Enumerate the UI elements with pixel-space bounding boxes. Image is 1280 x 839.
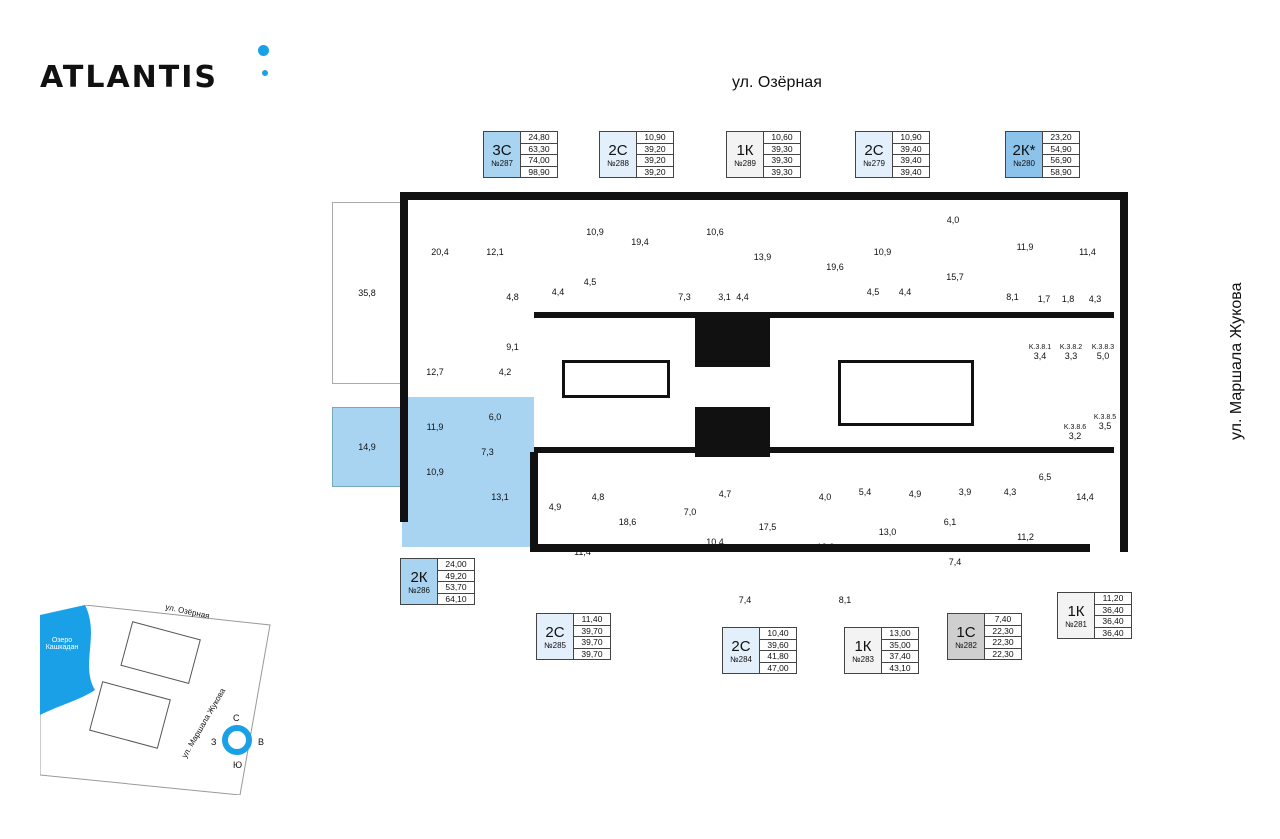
floor-plan: 35,8 14,9 20,4 12,1 4,8 10,9 4,4 4,5 19,…: [330, 192, 1128, 605]
compass-west: З: [211, 737, 217, 747]
atlantis-logo: ATLANTIS: [40, 60, 219, 95]
terrace-35-8: 35,8: [332, 202, 402, 384]
street-top-label: ул. Озёрная: [732, 74, 822, 91]
compass-icon: [222, 725, 252, 755]
compass-south: Ю: [233, 760, 243, 770]
site-mini-map: Озеро Кашкадан ул. Озёрная ул. Маршала Ж…: [39, 602, 280, 796]
apartment-286-highlight[interactable]: [402, 397, 534, 547]
logo-dot-icon: [258, 45, 269, 56]
compass-north: С: [233, 713, 240, 723]
terrace-14-9: 14,9: [332, 407, 402, 487]
logo-dot-icon: [262, 70, 268, 76]
street-right-label: ул. Маршала Жукова: [1228, 282, 1245, 440]
compass-east: В: [258, 737, 265, 747]
